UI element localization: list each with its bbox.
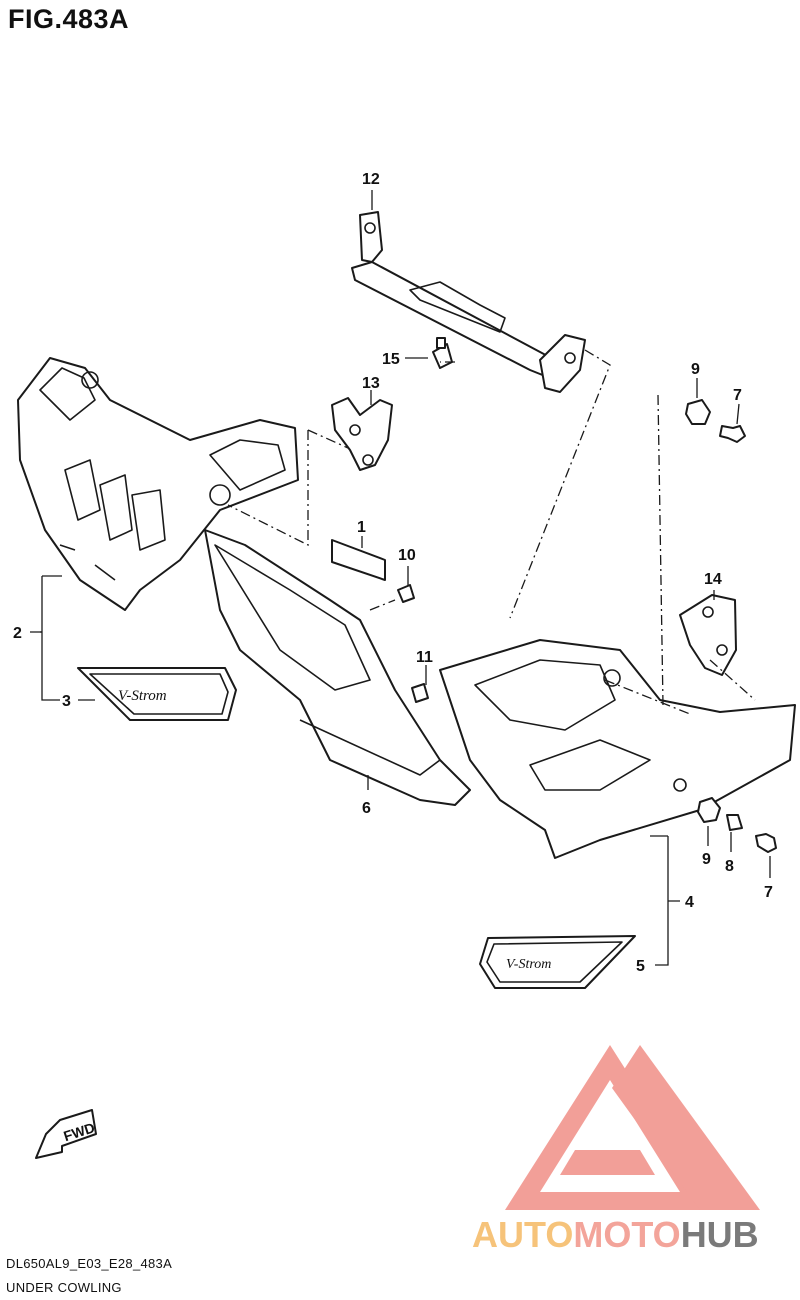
watermark-part-hub: HUB <box>680 1214 759 1255</box>
watermark-text: AUTOMOTOHUB <box>472 1214 759 1256</box>
part-11-screw <box>411 683 429 703</box>
callout-9-upper: 9 <box>691 361 700 378</box>
callout-1: 1 <box>357 519 366 536</box>
figure-name: UNDER COWLING <box>6 1280 122 1295</box>
part-13-bracket <box>331 397 393 471</box>
emblem-text-right: V-Strom <box>506 957 551 972</box>
part-2-left-cowling <box>17 357 299 611</box>
figure-code: DL650AL9_E03_E28_483A <box>6 1256 173 1271</box>
callout-15: 15 <box>382 351 400 368</box>
callout-7-upper: 7 <box>733 387 742 404</box>
part-9-grommet-upper <box>685 399 711 425</box>
callout-12: 12 <box>362 171 380 188</box>
callout-2: 2 <box>13 625 22 642</box>
callout-7-lower: 7 <box>764 884 773 901</box>
reference-lines <box>227 349 756 715</box>
part-9-grommet-lower <box>697 797 721 823</box>
callout-10: 10 <box>398 547 416 564</box>
part-8-collar <box>726 814 743 831</box>
callout-9-lower: 9 <box>702 851 711 868</box>
part-14-bracket <box>679 594 737 676</box>
leader-lines <box>30 190 771 966</box>
callout-6: 6 <box>362 800 371 817</box>
watermark-logo <box>505 1045 760 1210</box>
part-10-screw <box>397 584 415 603</box>
callout-5: 5 <box>636 958 645 975</box>
part-5-emblem <box>479 935 636 989</box>
callout-3: 3 <box>62 693 71 710</box>
emblem-text-left: V-Strom <box>118 688 167 704</box>
part-15-bolt <box>432 337 453 369</box>
part-3-emblem <box>77 667 237 721</box>
part-6-inner-panel <box>204 529 471 806</box>
watermark-part-moto: MOTO <box>573 1214 681 1255</box>
watermark-part-auto: AUTO <box>472 1214 574 1255</box>
part-7-bolt-upper <box>719 425 746 443</box>
part-12-stay <box>351 211 586 393</box>
figure-title: FIG.483A <box>8 4 130 34</box>
fwd-arrow <box>35 1109 97 1159</box>
callout-8: 8 <box>725 858 734 875</box>
callout-14: 14 <box>704 571 722 588</box>
part-7-bolt-lower <box>755 833 777 853</box>
callout-13: 13 <box>362 375 380 392</box>
callout-4: 4 <box>685 894 694 911</box>
callout-11: 11 <box>416 649 433 666</box>
part-1-pad <box>331 539 386 581</box>
